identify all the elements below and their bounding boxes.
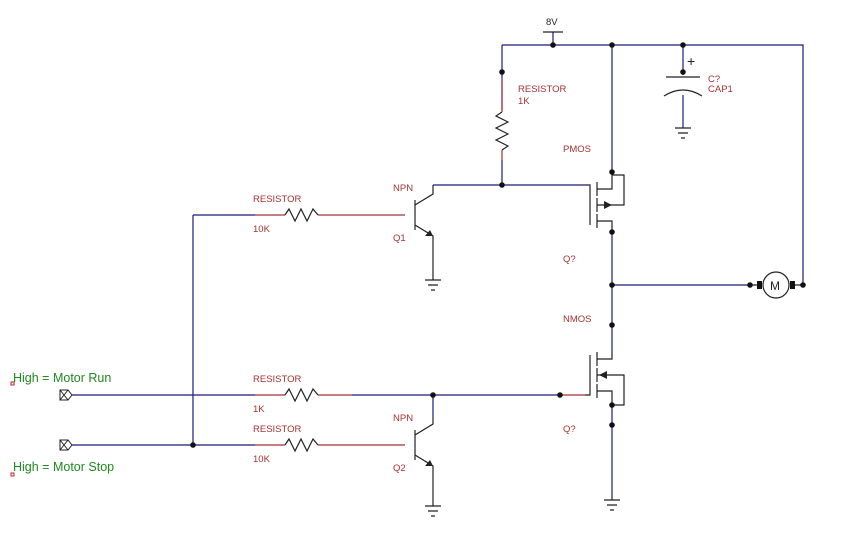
motor-icon [762,271,790,299]
input-port-stop: High = Motor Stop [10,439,114,477]
q1-collector [414,185,434,206]
cap-ground-symbol [675,127,691,139]
resistor-q1-value: 10K [253,224,271,235]
supply-label: 8V [546,17,558,28]
pmos-gate [585,184,591,225]
pmos-arrow [604,201,612,209]
capacitor: + C? CAP1 [663,53,733,139]
junction-dot [609,402,615,408]
q2-emitter-arrow [425,460,433,466]
cap-polarity-icon: + [687,53,695,69]
transistor-pmos: PMOS Q? [563,144,625,265]
cap-ref-label: C? [708,74,720,85]
resistor-stop-name: RESISTOR [253,424,302,435]
junction-dot [557,392,563,398]
motor-pin-left [757,281,762,289]
junction-dot [800,282,806,288]
junction-dot [499,69,505,75]
resistor-q1-name: RESISTOR [253,194,302,205]
ground-icon [425,498,441,517]
nmos-arrow [599,371,607,379]
resistor-q1-zigzag [284,207,319,223]
junction-dot [609,42,615,48]
resistor-stop-zigzag [284,437,319,453]
resistor-pullup-zigzag [494,111,510,151]
ground-icon [425,272,441,291]
q1-ref-label: Q1 [393,233,406,244]
transistor-q1: NPN Q1 [393,183,441,291]
junctions [190,42,806,448]
pmos-ref-label: Q? [563,254,576,265]
nmos-ref-label: Q? [563,424,576,435]
nmos-ground-symbol [604,495,620,511]
run-net-marker [10,381,15,386]
pmos-type-label: PMOS [563,144,591,155]
transistor-q2: NPN Q2 [393,413,441,517]
resistor-pullup: RESISTOR 1K [494,84,567,151]
junction-dot [609,169,615,175]
junction-dot [609,282,615,288]
run-port-icon [59,389,73,401]
resistor-pullup-value: 1K [518,96,530,107]
q2-ref-label: Q2 [393,463,406,474]
junction-dot [609,322,615,328]
run-note: High = Motor Run [13,371,111,385]
q2-collector [414,418,434,436]
stop-note: High = Motor Stop [13,460,114,474]
nmos-type-label: NMOS [563,314,592,325]
resistor-run-zigzag [284,387,319,403]
junction-dot [550,42,556,48]
q1-ground-symbol [425,272,441,291]
junction-dot [680,42,686,48]
run-port-cross [59,389,69,401]
supply-8v: 8V [543,17,563,33]
ground-icon [675,127,691,139]
junction-dot [680,69,686,75]
resistor-run: RESISTOR 1K [253,374,319,415]
junction-dot [747,282,753,288]
nmos-gate [585,355,591,396]
junction-dot [190,442,196,448]
supply-rail-wire [502,44,804,285]
cap-plate-bottom [663,89,703,97]
resistor-stop: RESISTOR 10K [253,424,319,465]
resistor-stop-value: 10K [253,454,271,465]
resistor-run-value: 1K [253,404,265,415]
q2-type-label: NPN [393,413,413,424]
motor: M [750,271,803,299]
transistor-nmos: NMOS Q? [563,314,625,511]
wires [72,32,804,495]
pmos-terminals [597,172,625,232]
cap-name-label: CAP1 [708,84,733,95]
nmos-terminals [597,352,625,410]
resistor-leads [255,78,585,446]
q1-type-label: NPN [393,183,413,194]
stop-port-cross [59,439,69,451]
resistor-q1: RESISTOR 10K [253,194,319,235]
junction-dot [609,229,615,235]
ground-icon [604,495,620,511]
junction-dot [430,392,436,398]
junction-dot [609,422,615,428]
q1-emitter-arrow [425,230,433,236]
stop-net-marker [10,472,15,477]
input-port-run: High = Motor Run [10,371,111,401]
junction-dot [499,182,505,188]
resistor-run-name: RESISTOR [253,374,302,385]
motor-pin-right [790,281,795,289]
stop-port-icon [59,439,73,451]
motor-symbol: M [770,279,780,293]
q2-ground-symbol [425,498,441,517]
resistor-pullup-name: RESISTOR [518,84,567,95]
